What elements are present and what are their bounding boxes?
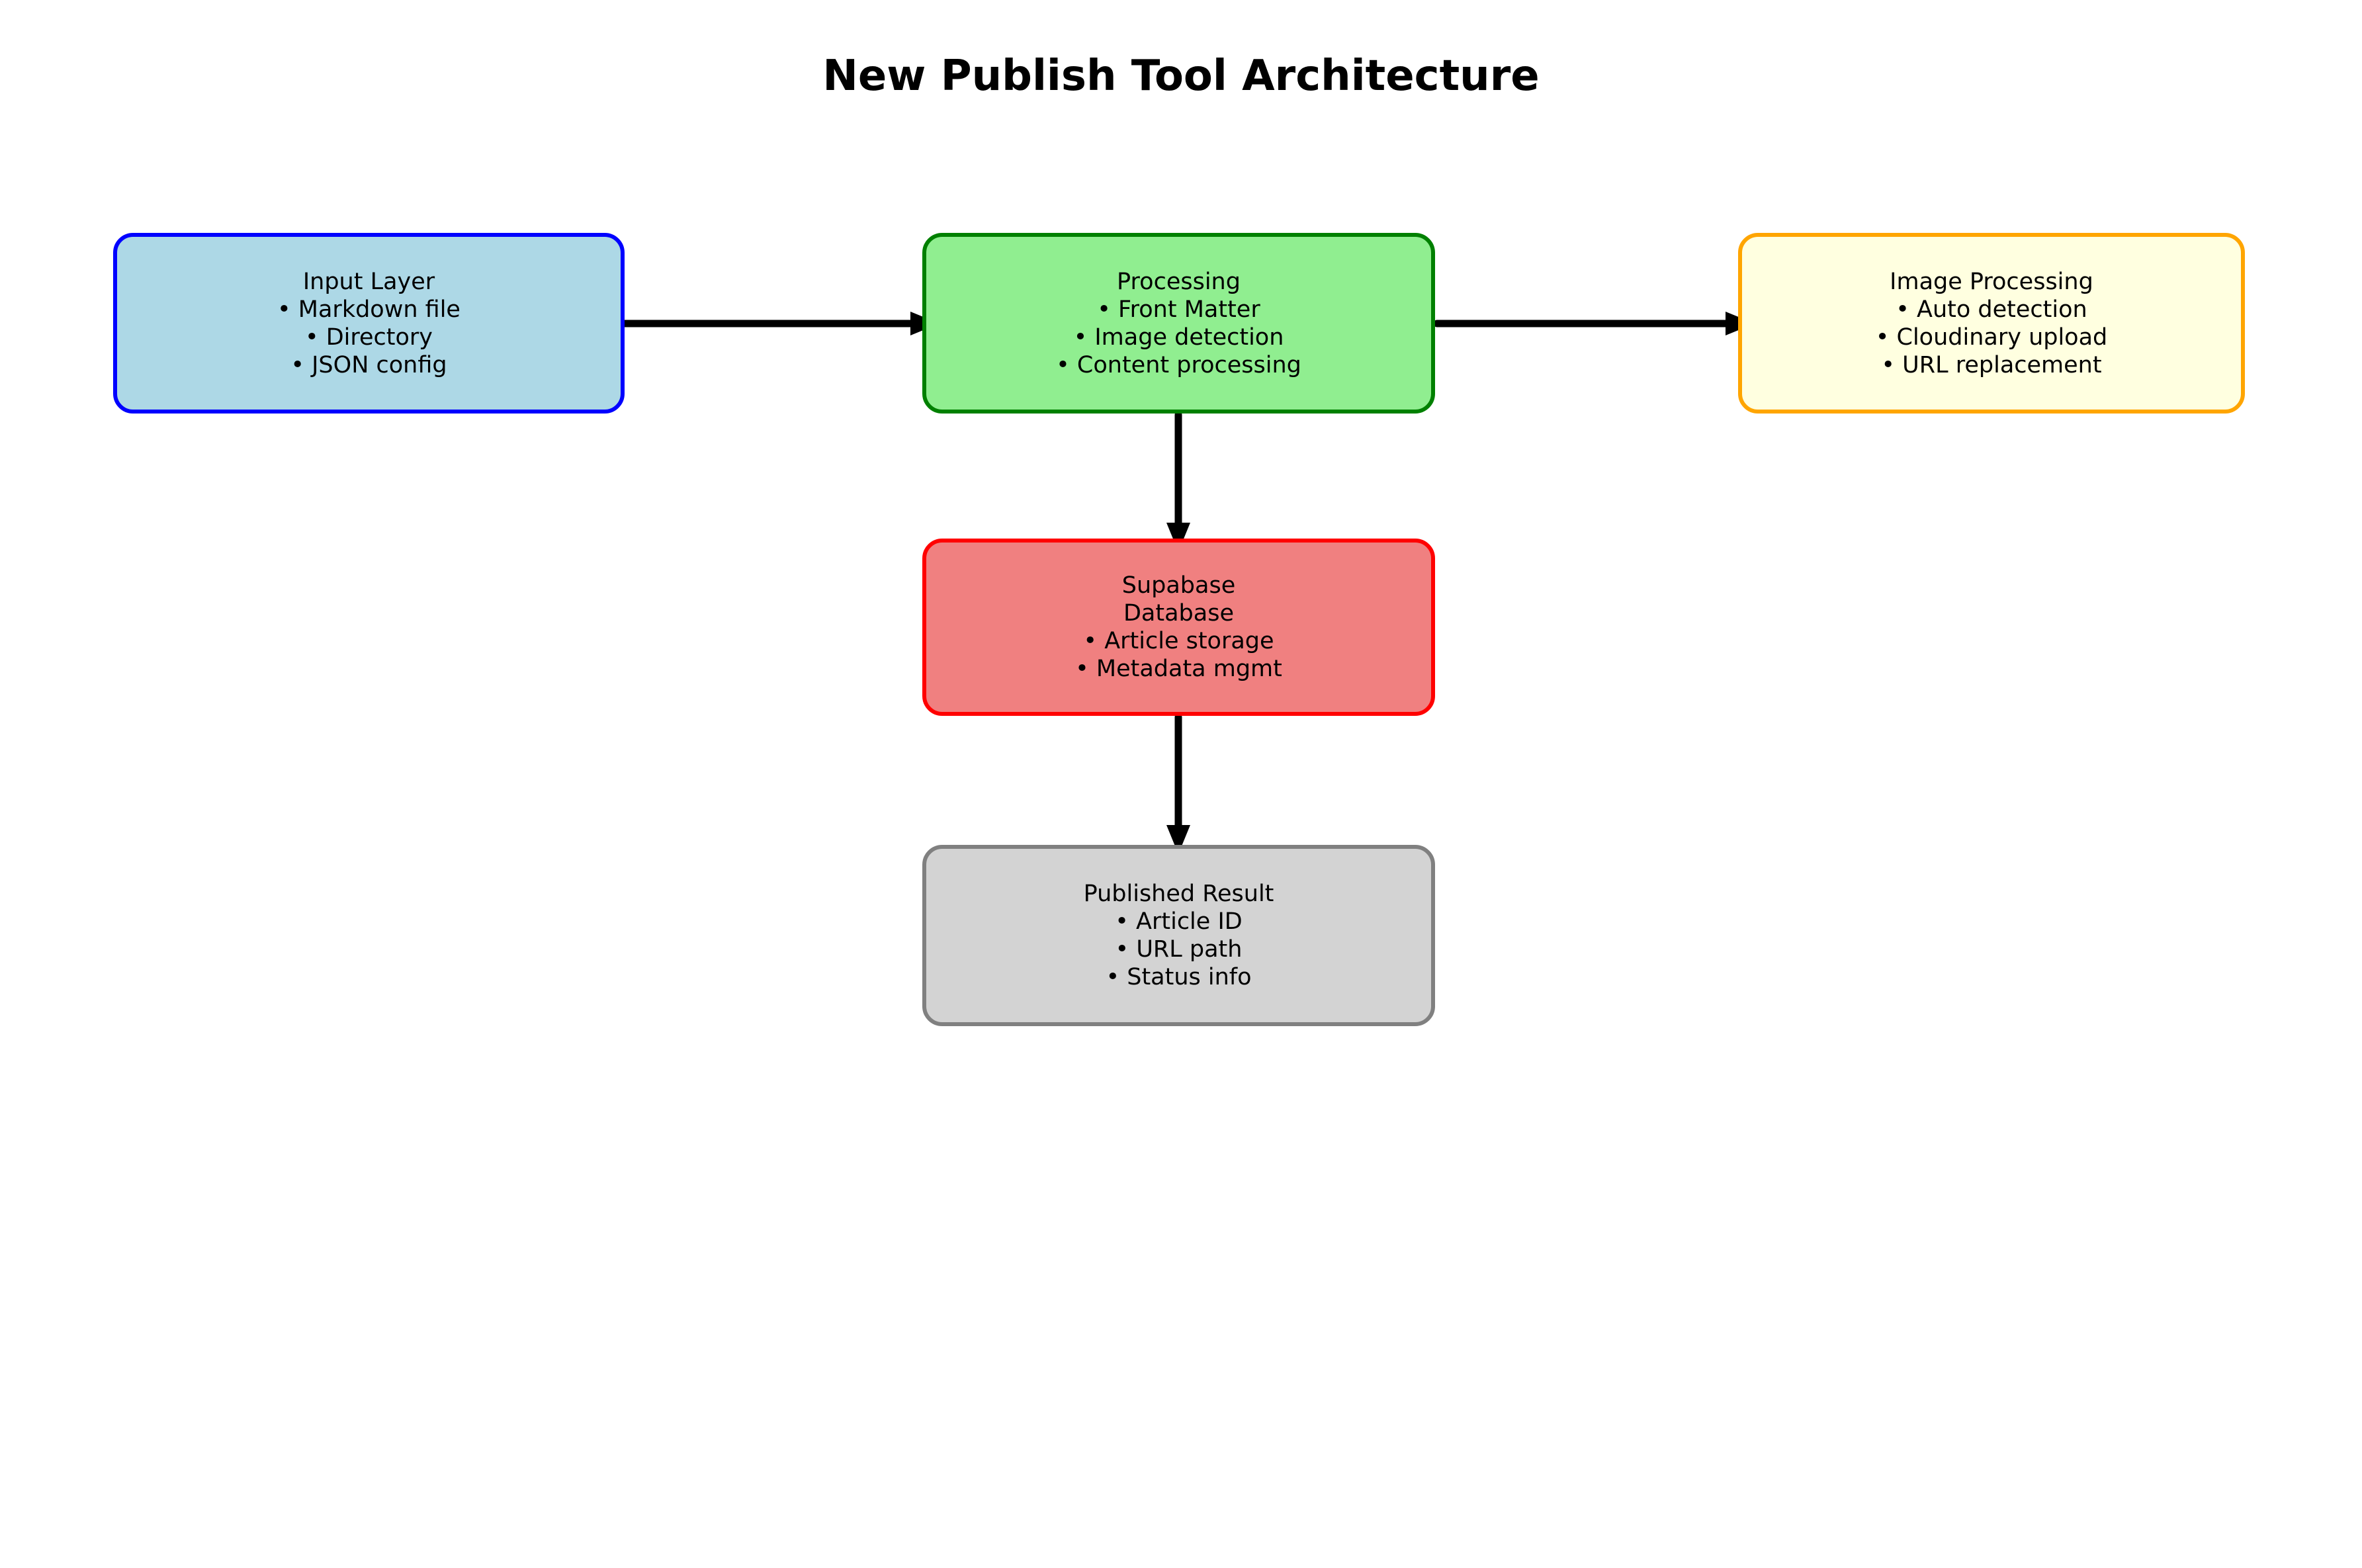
node-item: • Image detection [1073, 324, 1284, 351]
arrow-supabase-to-published [1166, 713, 1190, 854]
node-item: • Markdown file [277, 296, 460, 323]
arrow-input-to-processing [601, 312, 940, 335]
node-title: Supabase [1121, 572, 1236, 599]
node-title: Input Layer [302, 268, 435, 295]
node-title: Image Processing [1890, 268, 2093, 295]
node-input-layer: Input Layer • Markdown file • Directory … [113, 233, 625, 414]
node-supabase-database: Supabase Database • Article storage • Me… [922, 539, 1435, 716]
arrow-processing-to-supabase [1166, 411, 1190, 552]
node-item: • Cloudinary upload [1875, 324, 2108, 351]
node-item: • JSON config [290, 351, 447, 378]
node-item: • Content processing [1056, 351, 1301, 378]
node-title: Processing [1117, 268, 1241, 295]
node-item: • Auto detection [1896, 296, 2087, 323]
node-item: • URL replacement [1881, 351, 2102, 378]
node-item: • Status info [1106, 964, 1252, 990]
node-item: • Metadata mgmt [1075, 656, 1282, 682]
node-title: Published Result [1083, 881, 1274, 907]
node-item: • Article ID [1115, 908, 1243, 935]
node-published-result: Published Result • Article ID • URL path… [922, 845, 1435, 1026]
node-item: • Front Matter [1097, 296, 1260, 323]
node-processing: Processing • Front Matter • Image detect… [922, 233, 1435, 414]
node-image-processing: Image Processing • Auto detection • Clou… [1738, 233, 2245, 414]
arrow-processing-to-image-processing [1433, 312, 1755, 335]
diagram-title: New Publish Tool Architecture [822, 52, 1540, 101]
node-item: • URL path [1115, 936, 1243, 963]
node-item: • Article storage [1083, 628, 1274, 654]
node-item: • Directory [304, 324, 433, 351]
node-title: Database [1123, 600, 1234, 627]
